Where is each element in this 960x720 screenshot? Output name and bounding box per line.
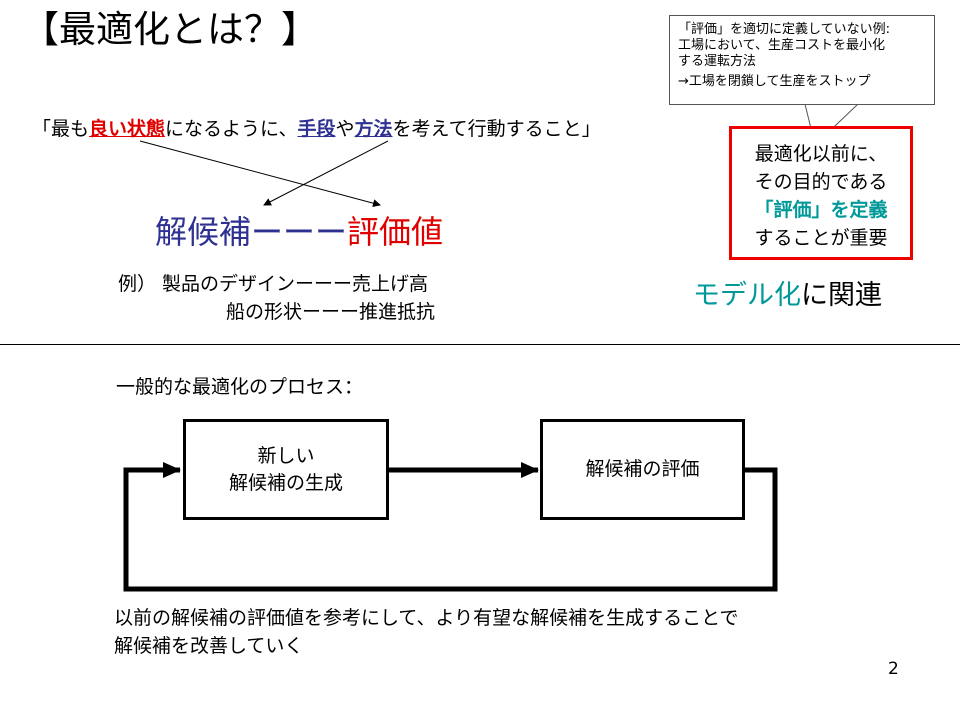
callout-consequence: →工場を閉鎖して生産をストップ — [678, 74, 871, 89]
redbox-line-1: 最適化以前に、 — [754, 143, 888, 165]
solution-candidate-label: 解候補 — [155, 213, 252, 251]
box2-label: 解候補の評価 — [585, 458, 700, 480]
explanation-line-1: 以前の解候補の評価値を参考にして、より有望な解候補を生成することで — [114, 607, 739, 629]
modeling-rest: に関連 — [801, 280, 882, 311]
definition-open: 「最も — [32, 118, 90, 140]
evaluation-value-label: 評価値 — [347, 213, 444, 251]
connector-goodstate-to-value — [139, 140, 381, 208]
evaluate-candidate-box: 解候補の評価 — [540, 419, 745, 520]
callout-line-1: 「評価」を適切に定義していない例: — [678, 22, 890, 37]
keyword-means: 手段 — [297, 118, 336, 140]
redbox-line-3: 「評価」を定義 — [754, 199, 888, 221]
section-divider — [0, 344, 960, 345]
keyword-good-state: 良い状態 — [89, 118, 166, 140]
callout-bad-definition-example: 「評価」を適切に定義していない例: 工場において、生産コストを最小化 する運転方… — [669, 15, 935, 105]
optimization-definition: 「最も良い状態になるように、手段や方法を考えて行動すること」 — [32, 116, 601, 142]
definition-mid2: や — [335, 118, 355, 140]
keyword-method: 方法 — [354, 118, 393, 140]
process-explanation: 以前の解候補の評価値を参考にして、より有望な解候補を生成することで 解候補を改善… — [114, 604, 739, 660]
box1-line-2: 解候補の生成 — [228, 471, 343, 494]
solution-dashes: ーーー — [251, 213, 348, 251]
generate-candidate-box: 新しい 解候補の生成 — [183, 419, 389, 520]
redbox-line-2: その目的である — [754, 171, 888, 193]
feedback-loop-line — [123, 462, 778, 592]
slide-title: 【最適化とは？】 — [22, 8, 318, 51]
box1-line-1: 新しい — [257, 444, 315, 467]
example-ship-shape: 船の形状ーーー推進抵抗 — [226, 301, 436, 323]
definition-mid1: になるように、 — [165, 118, 298, 140]
candidate-value-row: 解候補ーーー評価値 — [155, 210, 443, 254]
example-product-design: 例） 製品のデザインーーー売上げ高 — [118, 273, 429, 295]
red-emphasis-box: 最適化以前に、 その目的である 「評価」を定義 することが重要 — [729, 126, 913, 260]
callout-line-3: する運転方法 — [678, 54, 757, 69]
modeling-relation-line: モデル化に関連 — [693, 278, 882, 314]
definition-close: を考えて行動すること」 — [392, 118, 601, 140]
process-title: 一般的な最適化のプロセス： — [116, 376, 364, 398]
redbox-line-4: することが重要 — [754, 227, 888, 249]
connector-method-to-candidate — [263, 140, 389, 206]
page-number: 2 — [888, 659, 899, 679]
explanation-line-2: 解候補を改善していく — [114, 635, 304, 657]
modeling-keyword: モデル化 — [693, 280, 801, 311]
callout-line-2: 工場において、生産コストを最小化 — [678, 38, 885, 53]
